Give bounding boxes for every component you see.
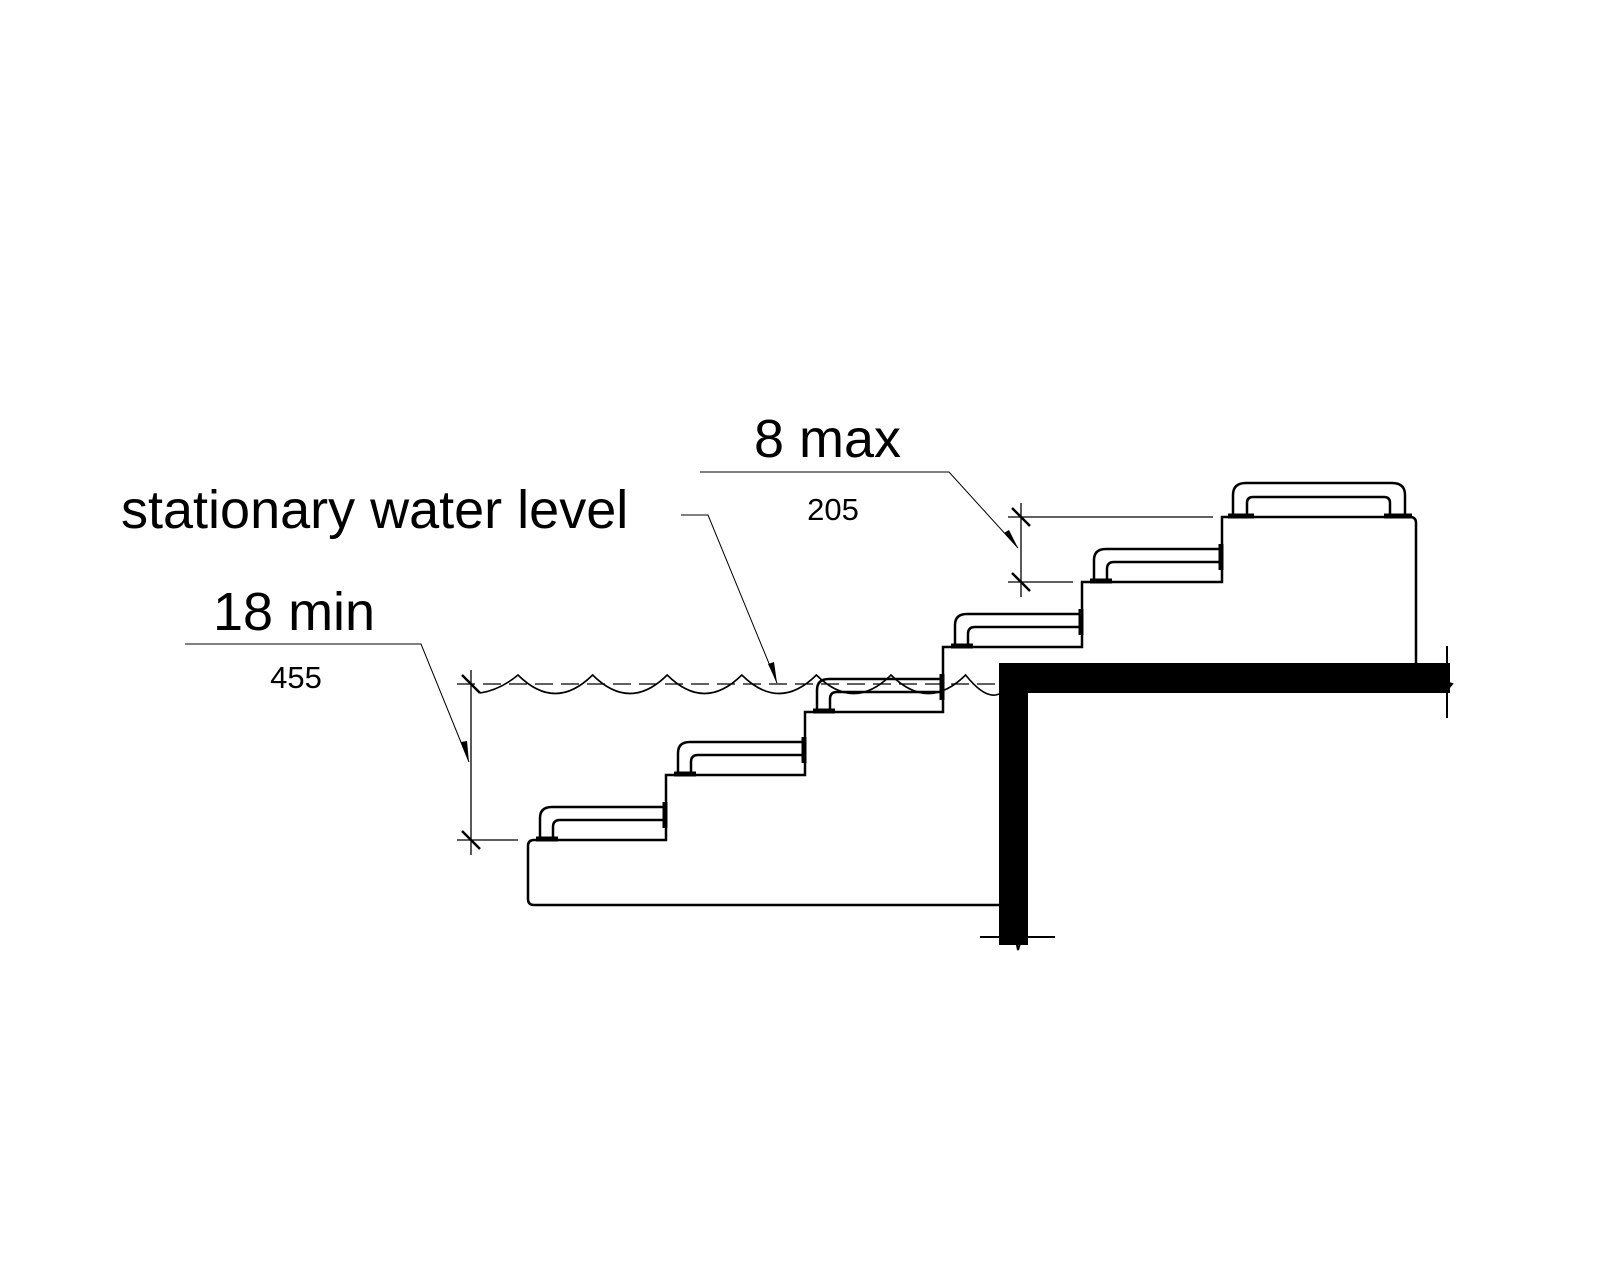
grab-rails — [536, 481, 1412, 842]
grab-rail — [538, 805, 666, 840]
top-grab-rail — [1231, 481, 1407, 517]
depth-dimension: 18 min 455 — [185, 582, 518, 855]
water-level — [457, 673, 1000, 696]
rail-mount-plate — [536, 802, 668, 842]
grab-rail — [953, 612, 1082, 647]
grab-rail — [815, 677, 943, 712]
rail-mount-plate — [674, 737, 807, 777]
water-level-callout: stationary water level — [121, 480, 778, 684]
riser-max-label: 8 max — [754, 409, 901, 469]
rail-mount-plate — [951, 609, 1084, 649]
rail-mount-plate — [813, 674, 945, 714]
depth-min-metric-label: 455 — [270, 660, 322, 695]
riser-max-metric-label: 205 — [807, 492, 859, 527]
grab-rail — [1092, 547, 1222, 582]
rail-mount-plate — [1090, 544, 1224, 584]
riser-dimension: 8 max 205 — [700, 409, 1213, 597]
depth-min-label: 18 min — [213, 582, 375, 642]
grab-rail — [676, 740, 805, 775]
stair-outline — [526, 515, 1418, 907]
pool-deck-wall — [980, 646, 1454, 951]
water-level-label: stationary water level — [121, 480, 628, 540]
